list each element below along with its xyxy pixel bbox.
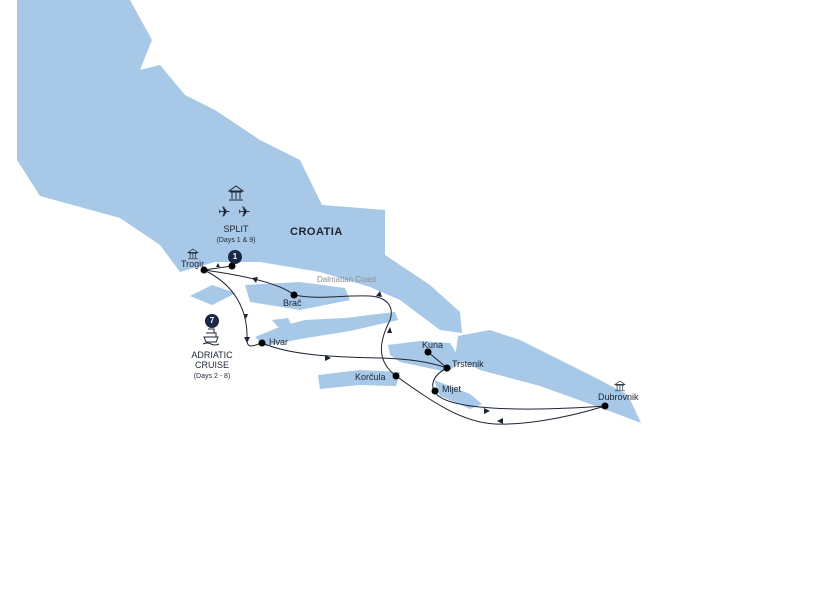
island-mljet bbox=[434, 380, 482, 409]
peljesac bbox=[388, 341, 462, 372]
plane-departure-icon: ✈ bbox=[238, 204, 251, 221]
route-trstenik-mljet-dubrovnik bbox=[432, 367, 606, 410]
stop-label-hvar: Hvar bbox=[269, 337, 289, 347]
stop-dot-kuna bbox=[424, 348, 432, 356]
cruise-nights-badge: 7 bbox=[205, 314, 219, 328]
stop-dots bbox=[200, 262, 609, 410]
route-trogir-hvar bbox=[203, 269, 263, 347]
icons bbox=[186, 185, 626, 392]
ship-icon bbox=[202, 328, 220, 346]
plane-arrival-icon: ✈ bbox=[218, 204, 231, 221]
cruise-label-line2: CRUISE bbox=[194, 360, 230, 370]
country-label: CROATIA bbox=[290, 226, 343, 238]
cruise-days: (Days 2 - 8) bbox=[193, 373, 231, 380]
stop-dot-korcula bbox=[392, 372, 400, 380]
museum-icon bbox=[186, 248, 199, 260]
split-label: SPLIT bbox=[223, 224, 249, 234]
island-hvar bbox=[255, 312, 398, 346]
stop-label-brac: Brač bbox=[283, 298, 302, 308]
route-brac-trogir bbox=[203, 269, 295, 296]
routes bbox=[203, 265, 606, 425]
cruise-label-line1: ADRIATIC bbox=[191, 350, 233, 360]
coast-dubrovnik bbox=[455, 330, 641, 423]
mainland bbox=[17, 0, 462, 333]
museum-icon bbox=[227, 185, 245, 201]
route-dubrovnik-korcula bbox=[395, 375, 606, 425]
split-days: (Days 1 & 9) bbox=[216, 237, 256, 244]
stop-label-trogir: Trogir bbox=[181, 259, 205, 269]
stop-dot-brac bbox=[290, 291, 298, 299]
museum-icon bbox=[613, 380, 626, 392]
stop-dot-hvar bbox=[258, 339, 266, 347]
island-korcula bbox=[318, 370, 400, 389]
stop-dot-split bbox=[228, 262, 236, 270]
stop-dot-dubrovnik bbox=[601, 402, 609, 410]
route-trogir-split bbox=[203, 265, 233, 271]
stop-dot-mljet bbox=[431, 387, 439, 395]
land bbox=[17, 0, 641, 423]
route-korcula-brac bbox=[293, 294, 397, 377]
stop-label-kuna: Kuna bbox=[422, 340, 444, 350]
stop-label-trstenik: Trstenik bbox=[452, 359, 484, 369]
stop-dot-trstenik bbox=[443, 364, 451, 372]
route-kuna-trstenik bbox=[427, 351, 448, 369]
stop-label-dubrovnik: Dubrovnik bbox=[598, 392, 639, 402]
split-nights-badge: 1 bbox=[228, 250, 242, 264]
island-ciovo bbox=[190, 285, 236, 305]
region-label: Dalmatian Coast bbox=[317, 275, 377, 284]
direction-arrows bbox=[216, 263, 503, 424]
stop-dot-trogir bbox=[200, 266, 208, 274]
route-hvar-trstenik bbox=[261, 342, 448, 369]
island-small bbox=[272, 318, 292, 327]
stop-label-korcula: Korčula bbox=[355, 372, 386, 382]
stop-label-mljet: Mljet bbox=[442, 384, 462, 394]
